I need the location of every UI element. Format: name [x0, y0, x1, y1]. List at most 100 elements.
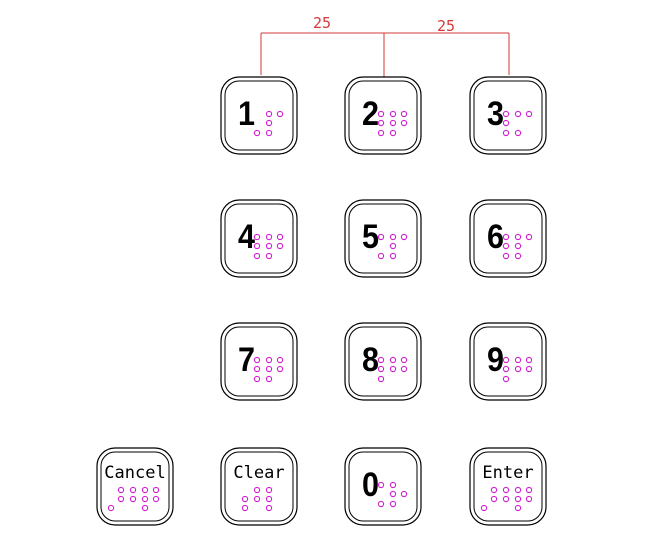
braille-dot	[389, 365, 397, 373]
key-inner-outline	[224, 80, 294, 151]
key-outline	[220, 447, 298, 526]
braille-dot	[389, 252, 397, 260]
braille-dot	[265, 375, 273, 383]
key-cancel[interactable]: Cancel	[96, 447, 174, 526]
key-8[interactable]: 8	[344, 322, 422, 401]
braille-dot	[514, 242, 522, 250]
key-0[interactable]: 0	[344, 447, 422, 526]
braille-dot	[265, 242, 273, 250]
braille-dot	[141, 495, 149, 503]
braille-dot	[253, 375, 261, 383]
braille-dot	[514, 356, 522, 364]
key-label: 0	[362, 466, 379, 504]
braille-dot	[502, 110, 510, 118]
braille-dot	[377, 110, 385, 118]
braille-dot	[502, 356, 510, 364]
braille-dot	[107, 504, 115, 512]
braille-dot	[117, 486, 125, 494]
braille-dots	[241, 486, 273, 512]
key-inner-outline	[100, 451, 170, 522]
braille-dot	[253, 252, 261, 260]
key-label: 5	[362, 218, 379, 256]
key-label: 1	[238, 95, 255, 133]
dimension-label-1: 25	[313, 14, 331, 32]
braille-dot	[502, 119, 510, 127]
braille-dot	[400, 119, 408, 127]
braille-dot	[514, 365, 522, 373]
key-inner-outline	[473, 203, 543, 274]
braille-dots	[107, 486, 160, 512]
braille-dot	[253, 242, 261, 250]
key-inner-outline	[224, 203, 294, 274]
braille-dot	[241, 495, 249, 503]
braille-dot	[502, 365, 510, 373]
braille-dot	[152, 486, 160, 494]
key-inner-outline	[348, 326, 418, 397]
braille-dot	[265, 119, 273, 127]
braille-dot	[377, 500, 385, 508]
braille-dot	[480, 504, 488, 512]
braille-dot	[502, 233, 510, 241]
braille-dot	[389, 481, 397, 489]
braille-dot	[253, 129, 261, 137]
braille-dot	[253, 365, 261, 373]
braille-dot	[377, 356, 385, 364]
braille-dot	[525, 495, 533, 503]
key-label: Enter	[482, 463, 533, 483]
key-inner-outline	[473, 326, 543, 397]
key-inner-outline	[348, 451, 418, 522]
braille-dot	[525, 356, 533, 364]
key-5[interactable]: 5	[344, 199, 422, 278]
key-7[interactable]: 7	[220, 322, 298, 401]
braille-dot	[377, 375, 385, 383]
braille-dot	[400, 365, 408, 373]
braille-dot	[389, 233, 397, 241]
key-2[interactable]: 2	[344, 76, 422, 155]
braille-dots	[377, 481, 408, 508]
braille-dot	[265, 365, 273, 373]
braille-dot	[276, 110, 284, 118]
braille-dot	[525, 486, 533, 494]
key-enter[interactable]: Enter	[469, 447, 547, 526]
braille-dot	[514, 110, 522, 118]
dimension-label-2: 25	[437, 17, 455, 35]
key-label: Clear	[233, 463, 284, 483]
braille-dot	[253, 356, 261, 364]
braille-dot	[400, 356, 408, 364]
key-label: 2	[362, 95, 379, 133]
key-9[interactable]: 9	[469, 322, 547, 401]
key-inner-outline	[473, 80, 543, 151]
key-inner-outline	[348, 203, 418, 274]
braille-dot	[514, 504, 522, 512]
braille-dot	[514, 233, 522, 241]
key-label: 6	[487, 218, 504, 256]
braille-dot	[265, 110, 273, 118]
key-inner-outline	[224, 326, 294, 397]
key-6[interactable]: 6	[469, 199, 547, 278]
braille-dot	[265, 495, 273, 503]
braille-dot	[377, 119, 385, 127]
braille-dots	[502, 233, 533, 260]
key-label: 4	[238, 218, 255, 256]
key-1[interactable]: 1	[220, 76, 298, 155]
braille-dot	[514, 486, 522, 494]
braille-dot	[389, 356, 397, 364]
key-clear[interactable]: Clear	[220, 447, 298, 526]
braille-dot	[502, 129, 510, 137]
braille-dots	[480, 486, 533, 512]
braille-dot	[389, 110, 397, 118]
braille-dot	[253, 233, 261, 241]
braille-dot	[389, 490, 397, 498]
braille-dot	[502, 252, 510, 260]
braille-dot	[152, 495, 160, 503]
braille-dot	[141, 486, 149, 494]
key-3[interactable]: 3	[469, 76, 547, 155]
key-outline	[220, 76, 298, 155]
key-inner-outline	[348, 80, 418, 151]
key-4[interactable]: 4	[220, 199, 298, 278]
braille-dot	[253, 495, 261, 503]
key-label: 3	[487, 95, 504, 133]
braille-dots	[377, 356, 408, 383]
